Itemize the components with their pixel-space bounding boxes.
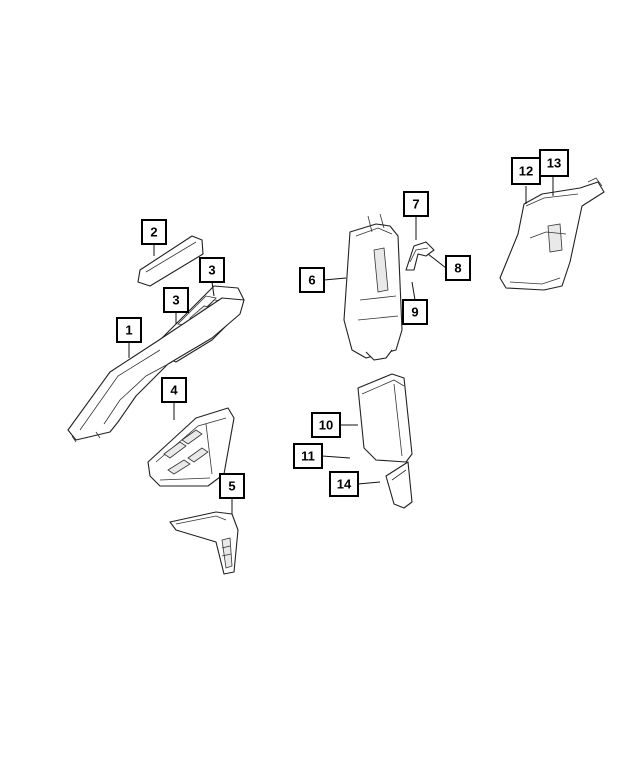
leader-lines xyxy=(128,176,554,514)
callout-5-label: 5 xyxy=(228,479,235,494)
part-4-bracket xyxy=(147,407,235,487)
callout-3a-label: 3 xyxy=(208,263,215,278)
part-14-trim-piece xyxy=(385,461,413,509)
callout-6-label: 6 xyxy=(308,273,315,288)
callout-12-label: 12 xyxy=(519,164,533,179)
callout-9-label: 9 xyxy=(411,305,418,320)
callout-10-label: 10 xyxy=(319,418,333,433)
callout-1: 1 xyxy=(116,317,142,343)
callout-3a: 3 xyxy=(199,257,225,283)
callout-14-label: 14 xyxy=(337,477,352,492)
part-2-trim xyxy=(137,235,204,287)
callout-13-label: 13 xyxy=(547,156,561,171)
part-8-grab-handle xyxy=(405,241,435,271)
callout-6: 6 xyxy=(299,267,325,293)
callout-8-label: 8 xyxy=(454,261,461,276)
part-6-b-pillar-upper xyxy=(343,213,403,361)
callout-9: 9 xyxy=(402,299,428,325)
callout-5: 5 xyxy=(219,473,245,499)
callout-1-label: 1 xyxy=(125,323,132,338)
callout-8: 8 xyxy=(445,255,471,281)
callout-7-label: 7 xyxy=(412,197,419,212)
callout-2: 2 xyxy=(141,219,167,245)
callout-2-label: 2 xyxy=(150,225,157,240)
callout-7: 7 xyxy=(403,191,429,217)
part-5-kick-panel xyxy=(169,511,239,575)
callout-11-label: 11 xyxy=(301,449,315,464)
part-12-c-pillar-trim xyxy=(499,177,605,291)
callout-3b: 3 xyxy=(163,287,189,313)
callout-12: 12 xyxy=(511,157,541,185)
callout-11: 11 xyxy=(293,443,323,469)
callout-4: 4 xyxy=(161,377,187,403)
part-10-b-pillar-lower xyxy=(357,373,413,463)
callout-10: 10 xyxy=(311,412,341,438)
callout-3b-label: 3 xyxy=(172,293,179,308)
callout-13: 13 xyxy=(539,149,569,177)
callout-4-label: 4 xyxy=(170,383,178,398)
callout-14: 14 xyxy=(329,471,359,497)
part-1-a-pillar-trim xyxy=(67,297,245,443)
